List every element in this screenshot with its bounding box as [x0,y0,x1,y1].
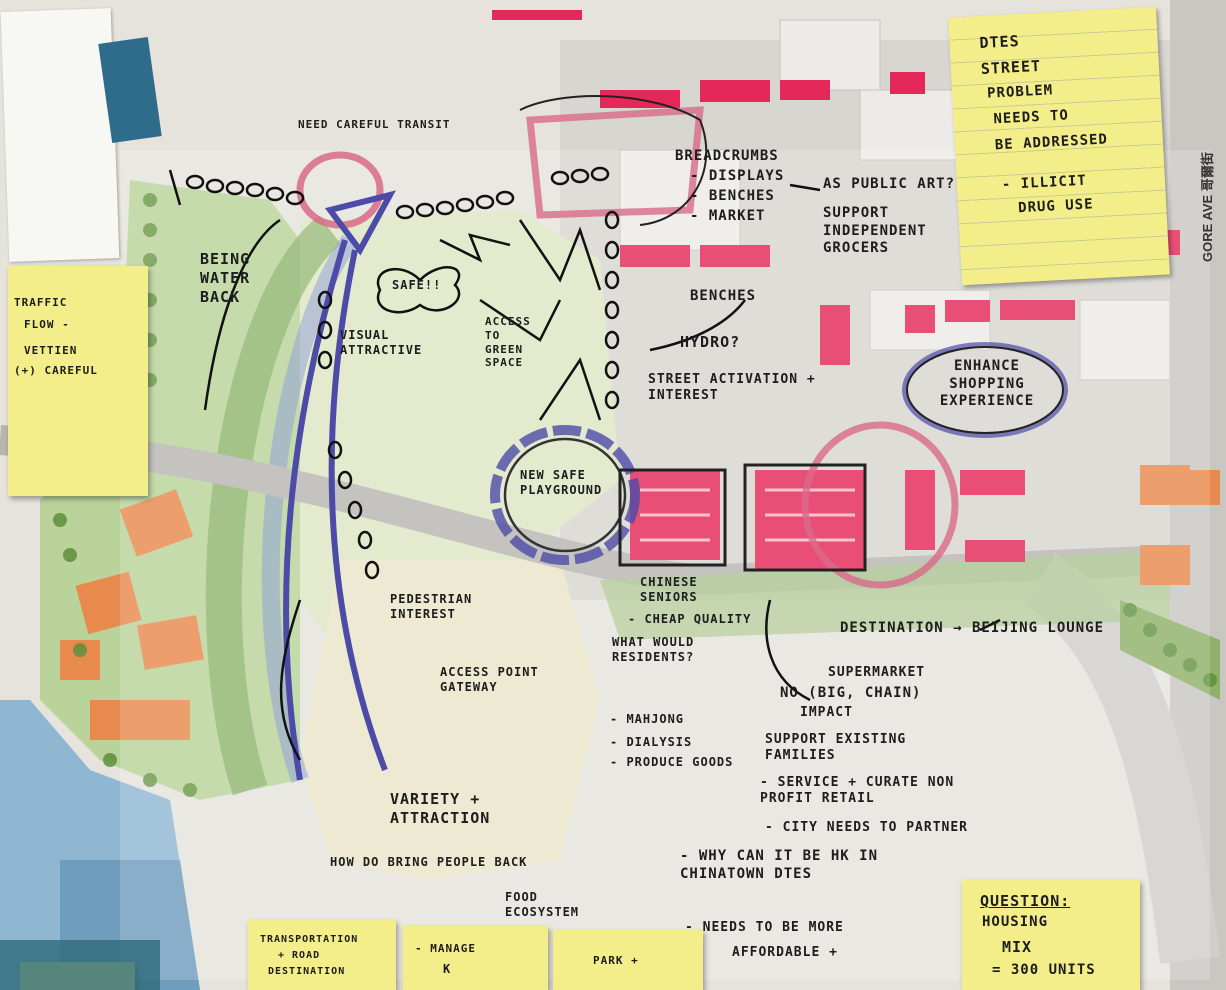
note-displays: - DISPLAYS [690,168,785,184]
note-why-cant: - WHY CAN IT BE HK IN CHINATOWN DTES [680,848,879,882]
sticky-manage-line-1: - MANAGE [415,942,476,955]
sticky-question-line-1: QUESTION: [980,892,1071,910]
note-visual-attractive: VISUAL ATTRACTIVE [340,328,423,357]
note-bring-water-back: BEING WATER BACK [200,250,251,306]
sticky-note-dtes: DTES STREET PROBLEM NEEDS TO BE ADDRESSE… [948,6,1170,286]
note-breadcrumbs: BREADCRUMBS [675,148,779,164]
note-produce-goods: - PRODUCE GOODS [610,755,734,769]
note-destination: DESTINATION → BEIJING LOUNGE [840,620,1105,636]
note-safe: SAFE!! [392,278,442,292]
street-label-gore-ave: GORE AVE 哥爾街 [1200,152,1215,262]
sticky-park-line-1: PARK + [593,954,639,967]
note-access-green-space: ACCESS TO GREEN SPACE [485,315,531,370]
note-food-ecosystem: FOOD ECOSYSTEM [505,890,580,919]
note-as-public-art: AS PUBLIC ART? [823,176,956,192]
note-chinese-seniors: CHINESE SENIORS [640,575,698,604]
sticky-note-transportation: TRANSPORTATION + ROAD DESTINATION [248,920,396,990]
note-city-needs: - CITY NEEDS TO PARTNER [765,820,969,835]
note-market: - MARKET [690,208,766,224]
sticky-dtes-line-1: DTES [979,31,1021,53]
note-how-do-bring: HOW DO BRING PEOPLE BACK [330,855,528,869]
sticky-transport-line-3: DESTINATION [268,966,346,977]
note-variety-attraction: VARIETY + ATTRACTION [390,790,491,827]
note-support-existing: SUPPORT EXISTING FAMILIES [765,732,907,764]
sticky-note-manage: - MANAGE K [403,926,548,990]
note-needs-more: - NEEDS TO BE MORE [685,920,844,935]
sticky-dtes-line-2: STREET [980,56,1042,78]
note-supermarket: SUPERMARKET [828,665,926,680]
sticky-traffic-line-3: VETTIEN [24,344,78,357]
sticky-question-line-2: HOUSING [982,914,1049,930]
sticky-traffic-line-2: FLOW - [24,318,70,331]
sticky-note-question: QUESTION: HOUSING MIX = 300 UNITS [962,880,1140,990]
note-benches-2: BENCHES [690,288,757,304]
note-what-would-residents: WHAT WOULD RESIDENTS? [612,635,695,664]
sticky-note-traffic: TRAFFIC FLOW - VETTIEN (+) CAREFUL [8,266,148,496]
sticky-dtes-line-5: BE ADDRESSED [994,131,1109,154]
note-support-independent: SUPPORT INDEPENDENT GROCERS [823,205,927,256]
sticky-traffic-line-4: (+) CAREFUL [14,364,98,377]
note-service-curate: - SERVICE + CURATE NON PROFIT RETAIL [760,775,955,807]
note-enhance-shopping: ENHANCE SHOPPING EXPERIENCE [939,358,1035,409]
note-new-safe-playground: NEW SAFE PLAYGROUND [520,468,603,497]
note-cheap-quality: - CHEAP QUALITY [628,612,752,626]
note-dialysis: - DIALYSIS [610,735,693,749]
sticky-transport-line-1: TRANSPORTATION [260,934,359,945]
note-street-activation: STREET ACTIVATION + INTEREST [648,372,816,404]
note-benches: - BENCHES [690,188,775,204]
sticky-transport-line-2: + ROAD [278,950,321,961]
sticky-dtes-line-3: PROBLEM [986,82,1054,102]
sticky-dtes-line-4: NEEDS TO [993,107,1070,128]
note-need-careful-transit: NEED CAREFUL TRANSIT [298,118,451,131]
sticky-dtes-line-7: DRUG USE [1017,196,1094,217]
note-hydro: HYDRO? [680,333,741,351]
teal-card-edge [0,940,160,990]
note-mahjong: - MAHJONG [610,712,685,726]
note-access-point-gateway: ACCESS POINT GATEWAY [440,665,539,694]
sticky-manage-line-2: K [443,962,452,976]
sticky-question-line-3: MIX [1002,938,1033,956]
note-affordable: AFFORDABLE + [732,945,838,960]
sticky-question-line-4: = 300 UNITS [992,962,1096,978]
note-pedestrian-interest: PEDESTRIAN INTEREST [390,592,473,621]
sticky-note-park: PARK + [553,930,703,990]
note-impact: IMPACT [800,705,853,720]
sticky-traffic-line-1: TRAFFIC [14,296,68,309]
sticky-dtes-line-6: - ILLICIT [1001,172,1088,194]
note-no-grocer: NO (BIG, CHAIN) [780,685,922,701]
